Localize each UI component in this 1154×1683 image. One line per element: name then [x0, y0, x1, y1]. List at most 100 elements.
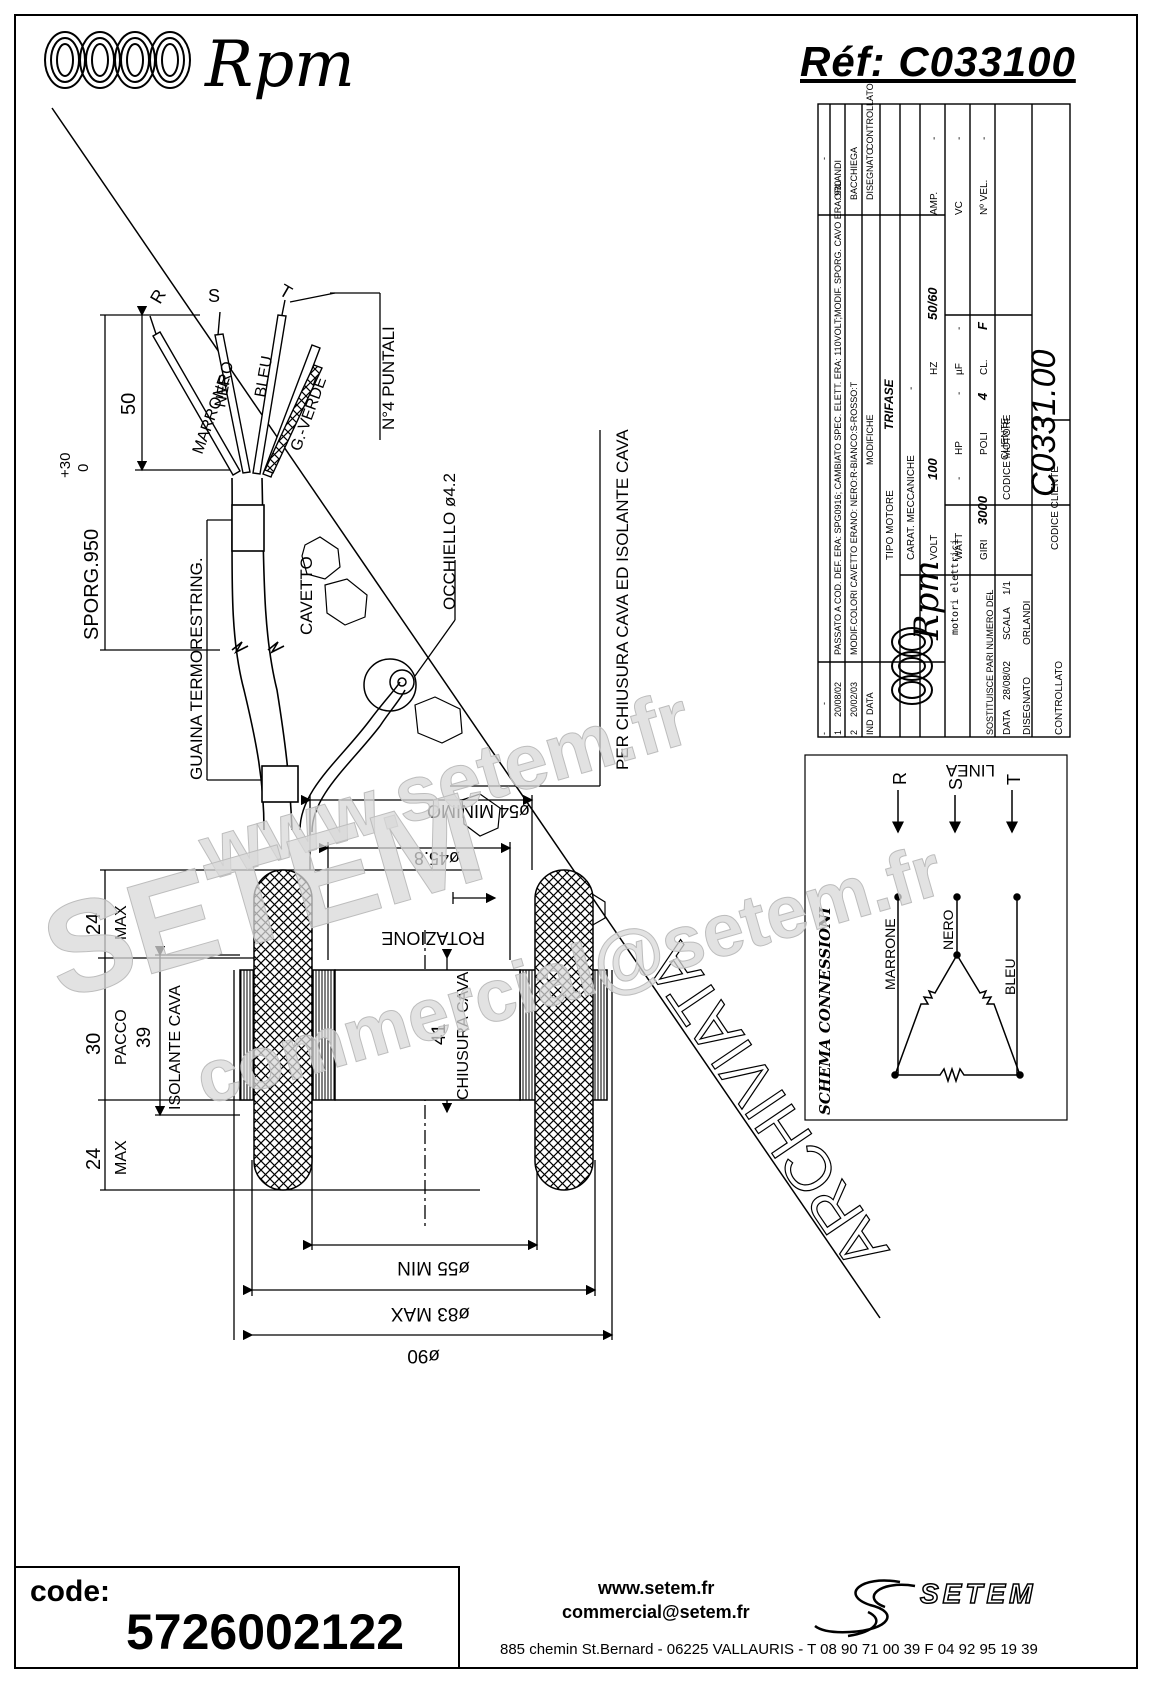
svg-text:-: -	[819, 157, 829, 160]
wire-color-bleu: BLEU	[252, 355, 276, 399]
rotazione-label: ROTAZIONE	[381, 928, 485, 948]
max-top: MAX	[113, 905, 130, 940]
code-value: 5726002122	[126, 1604, 405, 1660]
svg-text:DATA: DATA	[865, 692, 875, 715]
archive-diagonal	[51, 107, 881, 1319]
d458-label: ø45.8	[414, 848, 460, 868]
svg-text:SCALA: SCALA	[1002, 607, 1013, 640]
phase-t: T	[1004, 774, 1024, 785]
d83-label: ø83 MAX	[390, 1303, 470, 1324]
svg-text:4: 4	[975, 392, 990, 401]
svg-text:20/08/02: 20/08/02	[833, 682, 843, 717]
svg-text:µF: µF	[954, 363, 965, 375]
svg-text:CARAT. MECCANICHE: CARAT. MECCANICHE	[906, 455, 917, 560]
svg-text:3000: 3000	[975, 495, 990, 525]
schema-marrone: MARRONE	[882, 918, 898, 990]
svg-text:IND: IND	[865, 719, 875, 735]
dim-39: 39	[134, 1027, 155, 1048]
svg-text:20/02/03: 20/02/03	[849, 682, 859, 717]
occhiello-label: OCCHIELLO ø4.2	[440, 473, 459, 610]
phase-s: S	[946, 778, 966, 790]
phase-r: R	[890, 772, 910, 785]
svg-text:C0331.00: C0331.00	[1025, 349, 1063, 497]
svg-text:-: -	[985, 592, 995, 595]
svg-text:BACCHIEGA: BACCHIEGA	[849, 147, 859, 200]
svg-text:1/1: 1/1	[1002, 581, 1013, 595]
sporg-dim: SPORG.950	[81, 529, 103, 640]
setem-logo-text: SETEM	[919, 1577, 1037, 1610]
chiusura-cava-label: CHIUSURA CAVA	[455, 971, 472, 1100]
svg-text:2: 2	[849, 730, 859, 735]
svg-text:100: 100	[925, 458, 940, 480]
setem-swoosh-icon	[814, 1579, 916, 1638]
per-chiusura-label: PER CHIUSURA CAVA ED ISOLANTE CAVA	[613, 429, 632, 770]
svg-text:28/08/02: 28/08/02	[1002, 661, 1013, 700]
svg-text:F: F	[975, 321, 990, 330]
svg-text:CONTROLLATO: CONTROLLATO	[865, 83, 875, 150]
wire-label-t: T	[276, 280, 296, 303]
svg-text:VC: VC	[954, 201, 965, 215]
svg-text:VOLT: VOLT	[929, 535, 940, 560]
svg-text:-: -	[979, 137, 990, 140]
footer-address: 885 chemin St.Bernard - 06225 VALLAURIS …	[500, 1641, 1038, 1658]
svg-text:ORLANDI: ORLANDI	[833, 160, 843, 200]
title-block-text: 1 20/08/02 PASSATO A COD. DEF. ERA: SPG0…	[819, 83, 1065, 735]
wire-label-s: S	[208, 286, 220, 306]
svg-text:POLI: POLI	[979, 432, 990, 455]
rpm-logo-text: Rpm	[205, 28, 355, 102]
isolante-cava-label: ISOLANTE CAVA	[167, 985, 184, 1110]
linea-label: LINEA	[945, 761, 995, 780]
dim-30: 30	[83, 1033, 105, 1055]
wiring-schema	[804, 754, 1068, 1121]
svg-text:HZ: HZ	[929, 362, 940, 375]
svg-text:-: -	[819, 702, 829, 705]
svg-text:-: -	[954, 477, 965, 480]
svg-text:motori elettrici: motori elettrici	[950, 539, 961, 635]
footer-website-link[interactable]: www.setem.fr	[598, 1578, 715, 1598]
dim-41: 41	[429, 1024, 450, 1045]
svg-text:DATA: DATA	[1002, 709, 1013, 735]
svg-text:AMP.: AMP.	[929, 192, 940, 215]
sporg-tol-zero: 0	[75, 464, 92, 472]
code-label: code:	[30, 1575, 111, 1608]
svg-text:SOSTITUISCE PARI NUMERO DEL: SOSTITUISCE PARI NUMERO DEL	[985, 590, 995, 735]
svg-text:TIPO MOTORE: TIPO MOTORE	[885, 490, 896, 560]
svg-text:CONTROLLATO: CONTROLLATO	[1054, 661, 1065, 735]
footer-email-link[interactable]: commercial@setem.fr	[562, 1602, 750, 1622]
svg-text:WATT: WATT	[954, 533, 965, 560]
dim-24-bottom: 24	[83, 1148, 105, 1170]
svg-text:1: 1	[833, 730, 843, 735]
cable-sheath	[231, 477, 299, 831]
svg-text:50/60: 50/60	[925, 287, 940, 320]
svg-text:CODICE MOTORE: CODICE MOTORE	[1002, 414, 1013, 500]
svg-text:-: -	[954, 392, 965, 395]
guaina-termorestring: GUAINA TERMORESTRING.	[187, 557, 206, 780]
ground-wire	[299, 658, 417, 833]
reference-number: Réf: C033100	[800, 38, 1076, 85]
wire-label-r: R	[146, 286, 170, 307]
svg-text:TRIFASE: TRIFASE	[882, 378, 896, 430]
schema-nero: NERO	[940, 909, 956, 950]
svg-text:DISEGNATO: DISEGNATO	[1022, 677, 1033, 735]
schema-title: SCHEMA CONNESSIONI	[816, 906, 834, 1115]
lead-wires	[149, 299, 323, 478]
dim-50: 50	[118, 393, 140, 415]
sporg-tol-plus: +30	[57, 453, 74, 478]
d55-label: ø55 MIN	[397, 1257, 470, 1278]
svg-text:-: -	[819, 732, 829, 735]
stator-cross-section	[239, 869, 608, 1191]
svg-text:-: -	[929, 137, 940, 140]
svg-text:-: -	[954, 137, 965, 140]
svg-text:DISEGNATO: DISEGNATO	[865, 148, 875, 200]
svg-text:CL.: CL.	[979, 359, 990, 375]
svg-text:-: -	[906, 387, 917, 390]
svg-text:CLIENTE: CLIENTE	[1000, 417, 1011, 460]
svg-text:PASSATO A COD. DEF. ERA: SPG09: PASSATO A COD. DEF. ERA: SPG0916; CAMBIA…	[833, 181, 843, 655]
svg-text:GIRI: GIRI	[979, 539, 990, 560]
n4-puntali: N°4 PUNTALI	[379, 326, 398, 430]
pacco-label: PACCO	[113, 1009, 130, 1065]
svg-text:MODIFICHE: MODIFICHE	[865, 415, 875, 466]
d54-label: ø54 MINIMO	[427, 801, 530, 821]
code-box	[16, 1566, 460, 1669]
